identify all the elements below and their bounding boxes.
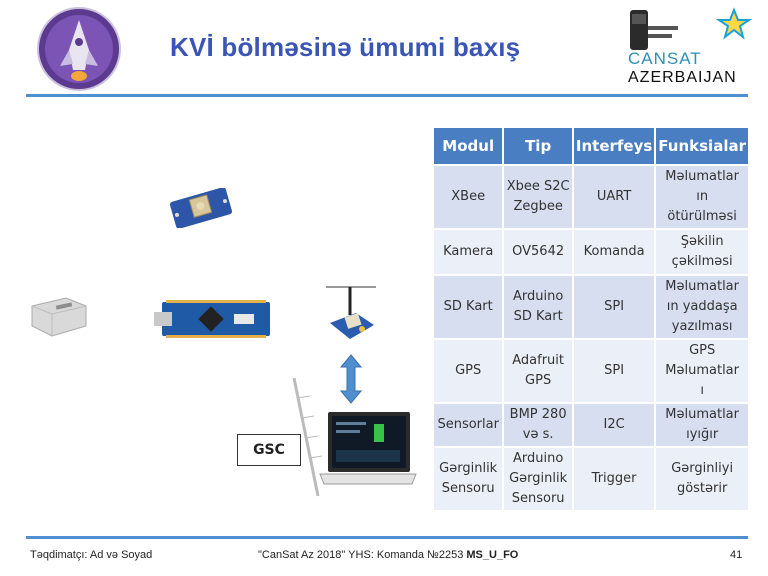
table-row: GPS Adafruit GPS SPI GPS Məlumatlar ı	[431, 338, 750, 404]
gps-module-icon	[169, 188, 233, 228]
cell-modul: XBee	[431, 164, 505, 230]
arduino-nano-icon	[154, 300, 270, 338]
cell-modul: GPS	[431, 338, 505, 404]
table-row: XBee Xbee S2C Zegbee UART Məlumatlar ın …	[431, 164, 750, 230]
cell-funksiya: GPS Məlumatlar ı	[654, 338, 750, 404]
cell-tip: Arduino Gərginlik Sensoru	[502, 446, 574, 512]
cell-funksiya: Gərginliyi göstərir	[654, 446, 750, 512]
cansat-azerbaijan-logo-icon	[630, 7, 753, 50]
cell-interfeys: Komanda	[571, 228, 657, 276]
cell-modul: Kamera	[431, 228, 505, 276]
header-divider	[26, 94, 748, 97]
table-row: Kamera OV5642 Komanda Şəkilin çəkilməsi	[431, 228, 750, 276]
header-interfeys: Interfeys	[571, 126, 657, 166]
cell-modul: Gərginlik Sensoru	[431, 446, 505, 512]
cell-tip: Xbee S2C Zegbee	[502, 164, 574, 230]
cell-interfeys: I2C	[571, 402, 657, 448]
antenna-icon	[292, 377, 323, 497]
module-table: Modul Tip Interfeys Funksialar XBee Xbee…	[431, 126, 750, 512]
bmp280-sensor-icon	[31, 297, 87, 337]
cell-interfeys: SPI	[571, 274, 657, 340]
footer-divider	[26, 536, 748, 539]
gsc-label: GSC	[253, 442, 285, 458]
table-row: SD Kart Arduino SD Kart SPI Məlumatlar ı…	[431, 274, 750, 340]
laptop-icon	[319, 412, 417, 485]
cell-tip: Arduino SD Kart	[502, 274, 574, 340]
gsc-label-box: GSC	[237, 434, 301, 466]
cell-tip: Adafruit GPS	[502, 338, 574, 404]
cell-tip: OV5642	[502, 228, 574, 276]
double-arrow-icon	[340, 354, 362, 404]
table-row: Sensorlar BMP 280 və s. I2C Məlumatlar ı…	[431, 402, 750, 448]
page-number: 41	[730, 549, 743, 561]
header-funksialar: Funksialar	[654, 126, 750, 166]
team-logo-icon	[37, 7, 121, 91]
xbee-module-icon	[326, 286, 376, 339]
cell-interfeys: Trigger	[571, 446, 657, 512]
cell-interfeys: UART	[571, 164, 657, 230]
logo-text-azerbaijan: AZERBAIJAN	[628, 69, 737, 86]
cell-funksiya: Məlumatlar ıyığır	[654, 402, 750, 448]
header-tip: Tip	[502, 126, 574, 166]
cell-interfeys: SPI	[571, 338, 657, 404]
footer-event-text: "CanSat Az 2018" YHS: Komanda №2253	[258, 549, 464, 561]
table-header-row: Modul Tip Interfeys Funksialar	[431, 126, 750, 166]
header-modul: Modul	[431, 126, 505, 166]
cell-modul: Sensorlar	[431, 402, 505, 448]
table-row: Gərginlik Sensoru Arduino Gərginlik Sens…	[431, 446, 750, 512]
footer-event: "CanSat Az 2018" YHS: Komanda №2253 MS_U…	[258, 549, 518, 561]
logo-text-cansat: CANSAT	[628, 49, 702, 68]
cell-funksiya: Məlumatlar ın yaddaşa yazılması	[654, 274, 750, 340]
cell-modul: SD Kart	[431, 274, 505, 340]
cell-funksiya: Məlumatlar ın ötürülməsi	[654, 164, 750, 230]
footer-team-code: MS_U_FO	[466, 549, 519, 561]
cell-funksiya: Şəkilin çəkilməsi	[654, 228, 750, 276]
slide-title: KVİ bölməsinə ümumi baxış	[170, 32, 521, 62]
footer-presenter: Təqdimatçı: Ad və Soyad	[30, 549, 153, 561]
cell-tip: BMP 280 və s.	[502, 402, 574, 448]
